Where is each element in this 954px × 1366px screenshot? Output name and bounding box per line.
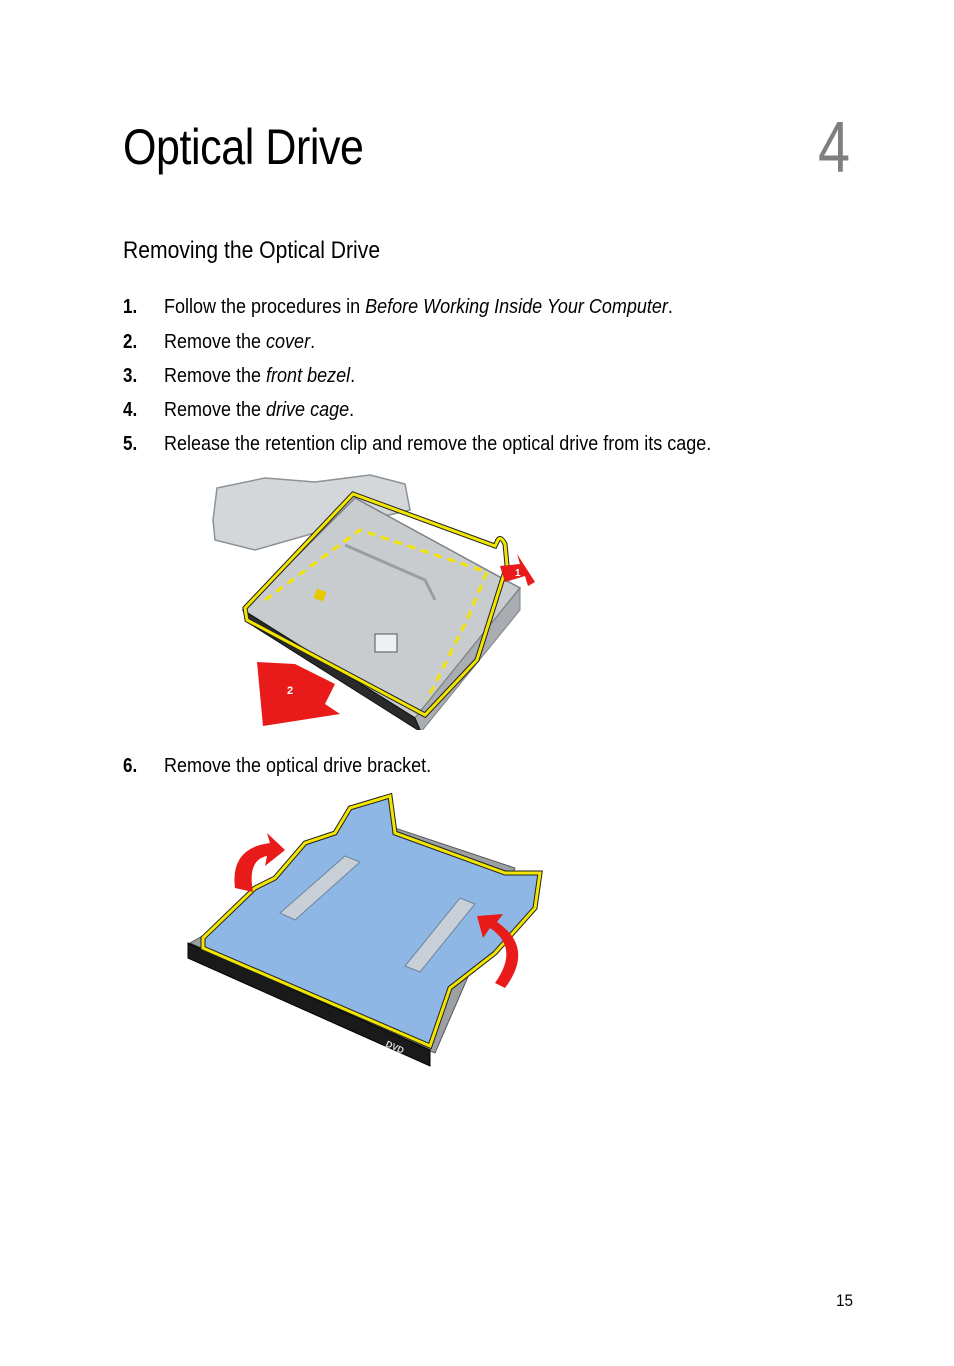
step-suffix: .	[349, 399, 355, 421]
step-number: 5.	[123, 433, 138, 455]
step-text: Remove the	[164, 365, 267, 387]
rotate-arrow-right-icon	[477, 914, 519, 988]
step-text: Remove the	[164, 399, 267, 421]
cage-rear-bracket	[212, 474, 411, 551]
chapter-number: 4	[818, 108, 851, 188]
step-suffix: .	[310, 331, 316, 353]
drive-front-panel	[187, 942, 431, 1067]
connector-port	[374, 633, 398, 653]
drive-outline	[243, 492, 509, 717]
step-link[interactable]: Before Working Inside Your Computer	[365, 296, 668, 318]
arrow-2-icon	[257, 662, 340, 726]
bracket-slot-left	[279, 855, 361, 921]
callout-1: 1	[515, 568, 521, 579]
step-number: 4.	[123, 399, 138, 421]
label-sticker	[313, 588, 327, 602]
bracket-slot-right	[404, 897, 476, 973]
step-number: 2.	[123, 331, 138, 353]
step-suffix: .	[667, 296, 673, 318]
step-1: 1. Follow the procedures in Before Workin…	[123, 297, 729, 317]
step-6: 6. Remove the optical drive bracket.	[123, 756, 461, 776]
figure-drive-bracket: DVD	[187, 792, 543, 1067]
step-2: 2. Remove the cover.	[123, 332, 332, 352]
rotate-arrow-left-icon	[234, 833, 285, 892]
retention-clip	[344, 543, 437, 601]
step-text: Release the retention clip and remove th…	[164, 433, 712, 455]
step-number: 6.	[123, 755, 138, 777]
chapter-title: Optical Drive	[123, 119, 364, 175]
section-title: Removing the Optical Drive	[123, 237, 381, 264]
step-text: Remove the	[164, 331, 267, 353]
figure-drive-cage: 1 2	[212, 474, 535, 730]
step-number: 3.	[123, 365, 138, 387]
step-text: Remove the optical drive bracket.	[164, 755, 432, 777]
step-number: 1.	[123, 296, 138, 318]
step-3: 3. Remove the front bezel.	[123, 366, 376, 386]
callout-2: 2	[287, 685, 293, 697]
page-number: 15	[836, 1291, 854, 1310]
step-4: 4. Remove the drive cage.	[123, 400, 375, 420]
step-link[interactable]: drive cage	[266, 399, 350, 421]
step-link[interactable]: front bezel	[266, 365, 351, 387]
step-5: 5. Release the retention clip and remove …	[123, 434, 772, 454]
step-suffix: .	[350, 365, 356, 387]
step-text: Follow the procedures in	[164, 296, 366, 318]
bracket-outline	[201, 794, 542, 1049]
step-link[interactable]: cover	[266, 331, 311, 353]
arrow-1-icon	[500, 554, 535, 586]
